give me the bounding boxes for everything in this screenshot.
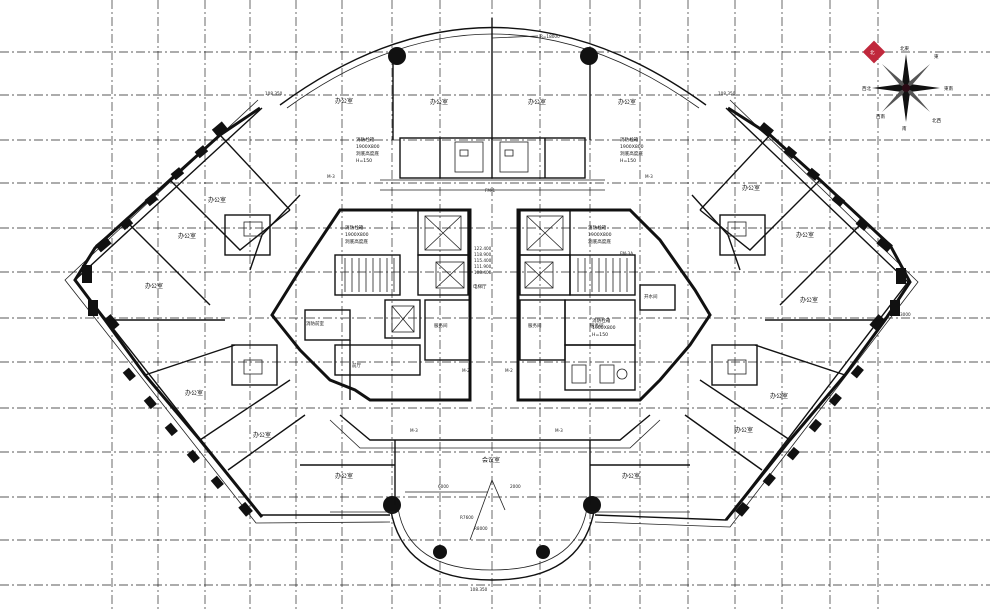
label-office-e5: 办公室 bbox=[735, 426, 753, 434]
hydrant-note-2: 消防栓箱 bbox=[620, 136, 639, 143]
label-office-n4: 办公室 bbox=[618, 98, 636, 106]
dim-top-left: 108.350 bbox=[265, 91, 283, 96]
dim-bottom-elev: 108.350 bbox=[470, 587, 488, 592]
hydrant-spec-core-l: 1900X800 bbox=[345, 232, 369, 238]
label-lobby: 前厅 bbox=[352, 362, 361, 369]
door-fm3a: FM-3A bbox=[620, 251, 633, 256]
label-office-w3: 办公室 bbox=[145, 282, 163, 290]
hydrant-height-core-r: 洞底高度底 bbox=[588, 238, 611, 245]
door-m3-nw: M-3 bbox=[327, 174, 335, 179]
label-service-left: 服务间 bbox=[434, 322, 448, 329]
label-office-w2: 办公室 bbox=[178, 232, 196, 240]
hydrant-h-core-r2: H=150 bbox=[592, 332, 608, 338]
label-office-e4: 办公室 bbox=[770, 392, 788, 400]
hydrant-note-1: 消防栓箱 bbox=[356, 136, 375, 143]
outer-envelope bbox=[64, 99, 919, 528]
hydrant-note-core-r: 消防栓箱 bbox=[588, 224, 607, 231]
elev-level-3: 115.400 bbox=[474, 258, 492, 263]
dim-r7600: R7600 bbox=[460, 515, 474, 520]
top-radius-dim: R=18000 bbox=[540, 34, 560, 39]
compass-badge-text: 北 bbox=[870, 49, 875, 56]
elev-level-5: 108.400 bbox=[474, 270, 492, 275]
compass-east-label: 東 bbox=[934, 53, 939, 60]
elev-level-1: 122.400 bbox=[474, 246, 492, 251]
east-wing-walls bbox=[684, 106, 912, 521]
compass-sw-label: 西南 bbox=[876, 113, 885, 120]
south-arc-wing: 6000 R7600 R8000 2000 108.350 bbox=[383, 479, 601, 592]
hydrant-h-1: H=150 bbox=[356, 158, 372, 164]
core-right bbox=[516, 208, 712, 402]
dim-6000: 6000 bbox=[438, 484, 449, 489]
compass-rose: 北東 東 東南 南 西南 西北 北西 北 bbox=[862, 40, 953, 132]
hydrant-spec-2: 1900X800 bbox=[620, 144, 644, 150]
door-tags: FM-1 M-2 M-2 M-3 M-3 FM-3A M-3 M-3 bbox=[327, 174, 653, 433]
elev-level-4: 111.900 bbox=[474, 264, 492, 269]
hydrant-h-2: H=150 bbox=[620, 158, 636, 164]
label-office-s1: 办公室 bbox=[335, 472, 353, 480]
label-office-e1: 办公室 bbox=[742, 184, 760, 192]
side-dims: 108.350 108.350 3000 bbox=[265, 91, 911, 317]
elev-level-2: 118.900 bbox=[474, 252, 492, 257]
west-wing-walls bbox=[73, 106, 306, 518]
label-office-e3: 办公室 bbox=[800, 296, 818, 304]
label-fire-room: 消防前室 bbox=[306, 320, 324, 327]
hydrant-notes: 消防栓箱 1900X800 洞底高度底 H=150 消防栓箱 1900X800 … bbox=[345, 136, 644, 338]
door-m2-left: M-2 bbox=[462, 368, 470, 373]
hydrant-spec-core-r2: 1900X800 bbox=[592, 325, 616, 331]
hydrant-spec-1: 1900X800 bbox=[356, 144, 380, 150]
core-left bbox=[270, 208, 472, 402]
hydrant-height-core-l: 洞底高度底 bbox=[345, 238, 368, 245]
compass-south-label: 南 bbox=[902, 125, 907, 132]
door-fm1: FM-1 bbox=[485, 188, 496, 193]
label-office-w4: 办公室 bbox=[185, 389, 203, 397]
label-service-right2: 服务间 bbox=[590, 322, 604, 329]
label-closet: 开水间 bbox=[644, 293, 658, 300]
label-meeting: 会议室 bbox=[482, 456, 500, 464]
label-office-e2: 办公室 bbox=[796, 231, 814, 239]
compass-north-east: 北東 bbox=[900, 45, 909, 52]
dim-right-3000: 3000 bbox=[900, 312, 911, 317]
hydrant-height-2: 洞底高度底 bbox=[620, 150, 643, 157]
label-office-w1: 办公室 bbox=[208, 196, 226, 204]
door-m2-right: M-2 bbox=[505, 368, 513, 373]
label-service-right: 服务间 bbox=[528, 322, 542, 329]
label-office-n2: 办公室 bbox=[430, 98, 448, 106]
hydrant-note-core-l: 消防栓箱 bbox=[345, 224, 364, 231]
compass-east-label2: 東南 bbox=[944, 85, 953, 92]
label-office-n1: 办公室 bbox=[335, 97, 353, 105]
north-arc-wing: R=18000 bbox=[279, 18, 707, 140]
label-office-w5: 办公室 bbox=[253, 431, 271, 439]
dim-top-right: 108.350 bbox=[718, 91, 736, 96]
corridor-ring bbox=[249, 194, 741, 513]
compass-se-label: 北西 bbox=[932, 117, 941, 124]
door-m3-ne: M-3 bbox=[645, 174, 653, 179]
compass-west-label: 西北 bbox=[862, 85, 871, 92]
hydrant-note-core-r2: 消防栓箱 bbox=[592, 317, 611, 324]
elevation-levels: 122.400 118.900 115.400 111.900 108.400 bbox=[474, 246, 492, 275]
north-toilets bbox=[380, 137, 605, 191]
dim-2000: 2000 bbox=[510, 484, 521, 489]
label-office-n3: 办公室 bbox=[528, 98, 546, 106]
hydrant-height-1: 洞底高度底 bbox=[356, 150, 379, 157]
door-m3-right: M-3 bbox=[555, 428, 563, 433]
room-labels: 办公室 办公室 办公室 办公室 办公室 办公室 办公室 办公室 办公室 办公室 … bbox=[145, 97, 818, 480]
door-m3-left: M-3 bbox=[410, 428, 418, 433]
label-office-s2: 办公室 bbox=[622, 472, 640, 480]
hydrant-spec-core-r: 1900X800 bbox=[588, 232, 612, 238]
label-elevator-hall: 电梯厅 bbox=[473, 283, 487, 290]
compass-north-badge: 北 bbox=[862, 40, 886, 64]
dim-r8000: R8000 bbox=[474, 526, 488, 531]
